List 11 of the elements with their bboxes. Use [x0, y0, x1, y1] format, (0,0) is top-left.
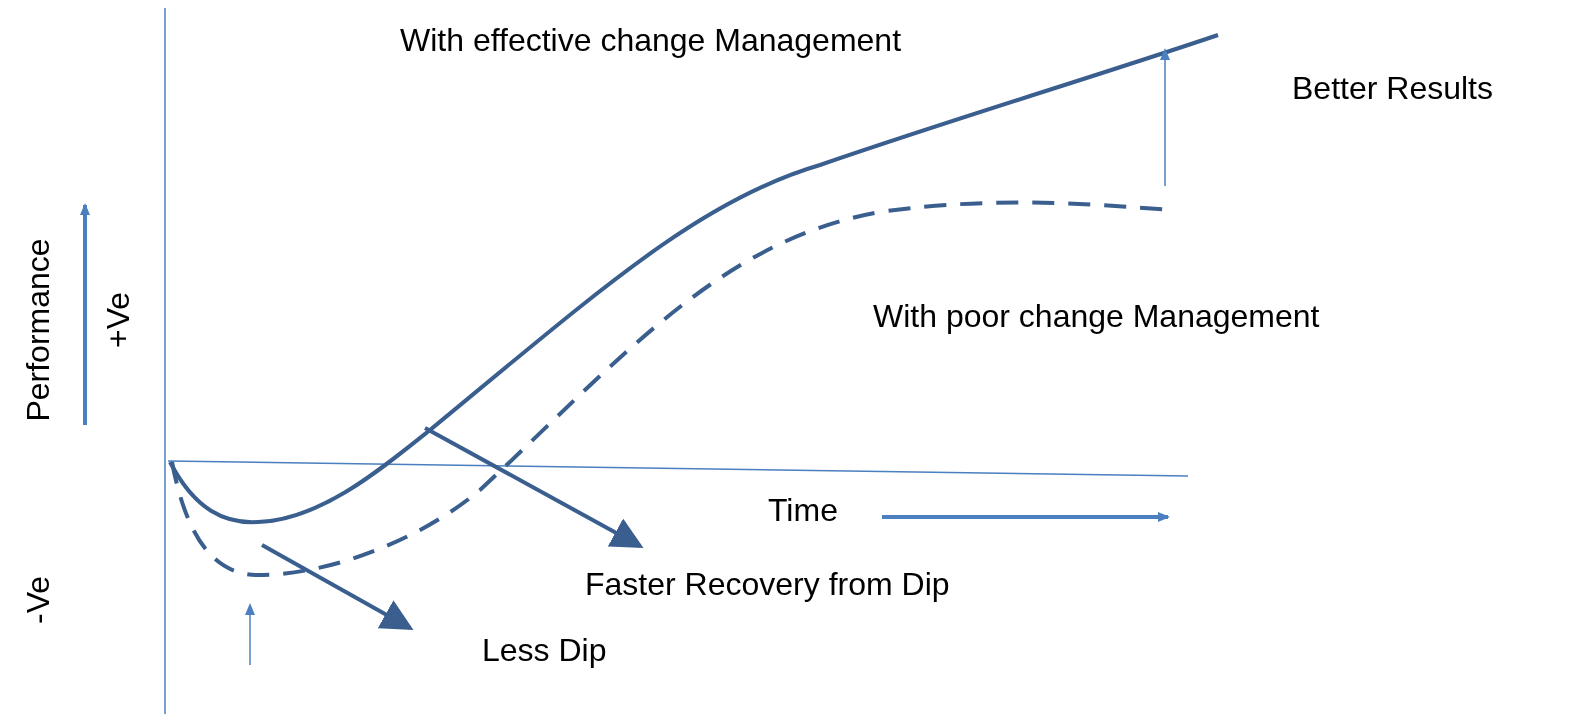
arrow [424, 426, 644, 548]
annotation-text: Faster Recovery from Dip [585, 565, 950, 604]
arrow [261, 543, 414, 630]
axis-label: -Ve [22, 576, 54, 624]
result-label: Better Results [1292, 69, 1493, 108]
axis-label: +Ve [102, 291, 134, 349]
axis-label: Time [768, 491, 838, 530]
annotation-text: Less Dip [482, 631, 607, 670]
axis-label: Performance [22, 238, 54, 422]
curve-label: With effective change Management [400, 21, 902, 60]
curve-label: With poor change Management [873, 297, 1320, 336]
